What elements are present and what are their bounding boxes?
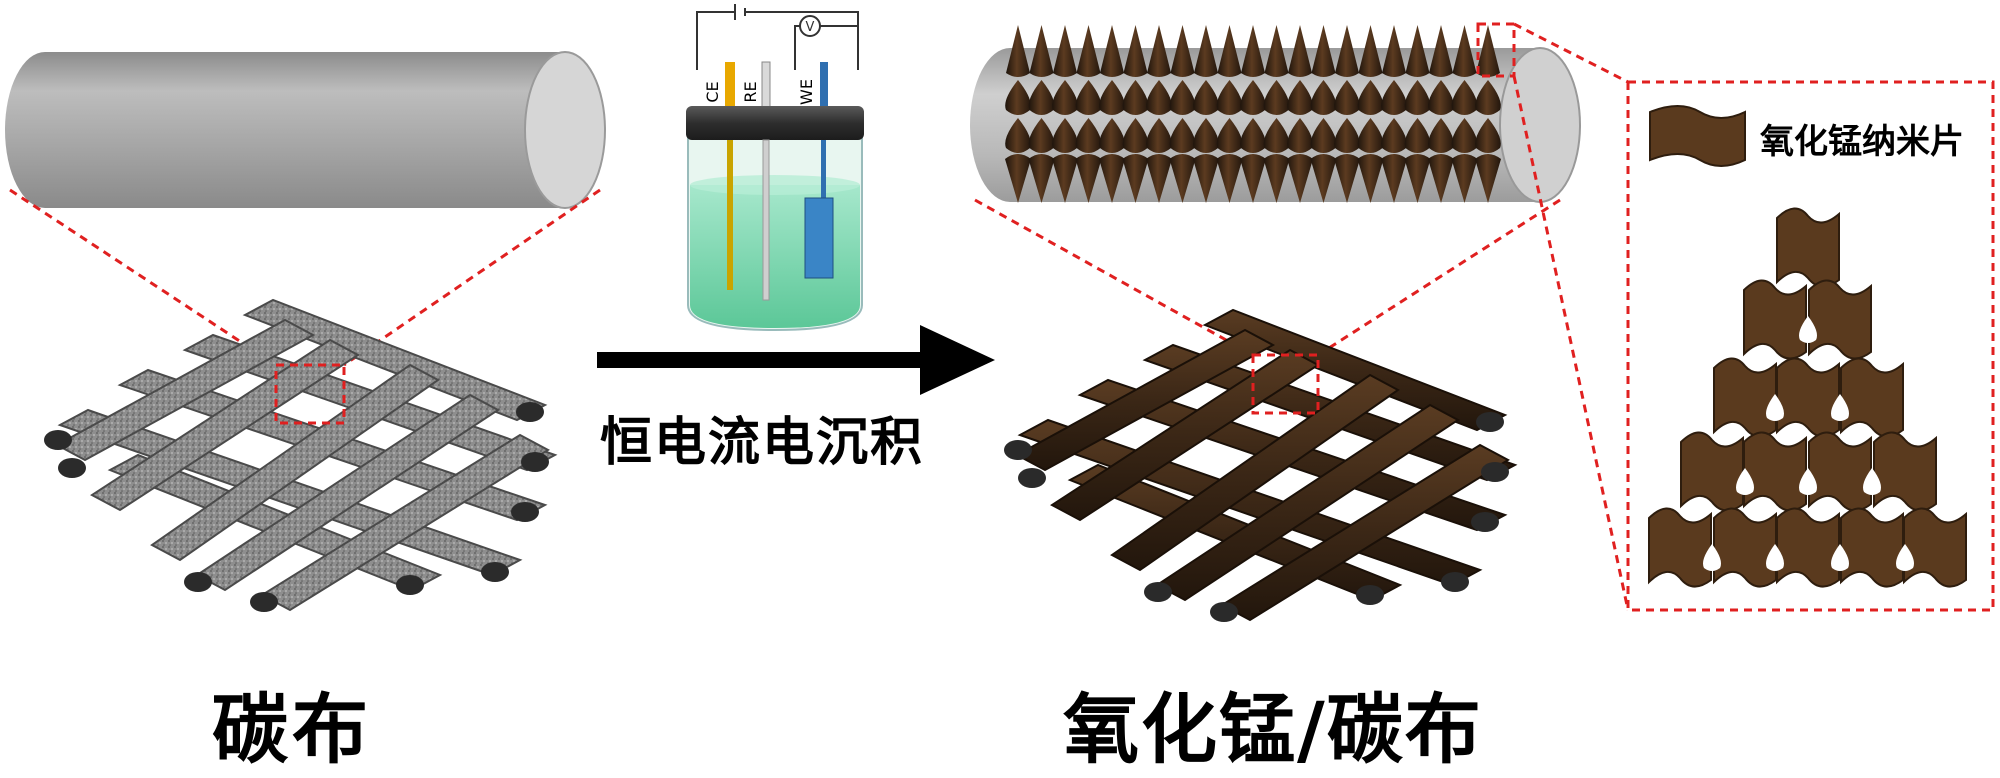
electrolyte bbox=[690, 185, 860, 328]
counter-electrode-lead bbox=[725, 62, 735, 110]
nanosheet bbox=[1648, 507, 1712, 588]
process-label: 恒电流电沉积 bbox=[600, 413, 925, 473]
nanosheet-gap bbox=[1703, 544, 1721, 571]
nanosheet-gap bbox=[1863, 468, 1881, 495]
electrochemical-cell: V CE RE WE bbox=[686, 4, 864, 332]
nanosheet-gap bbox=[1799, 468, 1817, 495]
nanosheet-gap bbox=[1766, 544, 1784, 571]
carbon-cloth-label: 碳布 bbox=[212, 685, 372, 774]
nanosheet bbox=[1776, 507, 1840, 588]
zoom-box-spike bbox=[1476, 22, 1516, 78]
counter-electrode bbox=[727, 140, 733, 290]
nanosheet-gap bbox=[1831, 394, 1849, 421]
nanosheet-stack bbox=[1648, 207, 1967, 588]
nanosheet bbox=[1680, 431, 1744, 512]
reference-electrode bbox=[762, 139, 770, 301]
nanosheet-legend-icon bbox=[1649, 105, 1746, 167]
coated-cloth-weave bbox=[1004, 308, 1518, 622]
nanosheet bbox=[1743, 279, 1807, 360]
nanosheet bbox=[1840, 357, 1904, 438]
process-arrow bbox=[597, 325, 995, 395]
re-label: RE bbox=[741, 81, 760, 102]
electrodeposition-schematic: V CE RE WE bbox=[5, 4, 1995, 622]
nanosheet bbox=[1840, 507, 1904, 588]
svg-text:V: V bbox=[806, 20, 815, 35]
nanosheet bbox=[1808, 279, 1872, 360]
nanosheet bbox=[1808, 431, 1872, 512]
nanosheet bbox=[1776, 357, 1840, 438]
nanosheet-gap bbox=[1896, 544, 1914, 571]
we-label: WE bbox=[797, 79, 816, 105]
working-electrode bbox=[804, 197, 834, 279]
nanosheet bbox=[1776, 207, 1840, 288]
nanosheet-gap bbox=[1736, 468, 1754, 495]
carbon-fiber-cylinder bbox=[5, 51, 606, 209]
zoom-lines-right bbox=[974, 22, 1630, 611]
carbon-cloth-weave bbox=[44, 298, 558, 612]
voltmeter-icon: V bbox=[799, 15, 821, 37]
nanosheet-gap bbox=[1766, 394, 1784, 421]
product-label: 氧化锰/碳布 bbox=[1063, 685, 1483, 774]
working-electrode-lead bbox=[820, 62, 828, 110]
nanosheet bbox=[1873, 431, 1937, 512]
cell-lid bbox=[686, 106, 864, 140]
nanosheet-gap bbox=[1799, 316, 1817, 343]
circuit-wires bbox=[696, 4, 859, 70]
nanosheet-gap bbox=[1831, 544, 1849, 571]
legend-label: 氧化锰纳米片 bbox=[1760, 122, 1964, 162]
reference-electrode-lead bbox=[761, 61, 771, 111]
nanosheet bbox=[1713, 507, 1777, 588]
ce-label: CE bbox=[703, 81, 722, 102]
nanosheet bbox=[1743, 431, 1807, 512]
zoom-lines-left bbox=[9, 188, 601, 367]
nanosheet bbox=[1903, 507, 1967, 588]
nanosheet bbox=[1713, 357, 1777, 438]
